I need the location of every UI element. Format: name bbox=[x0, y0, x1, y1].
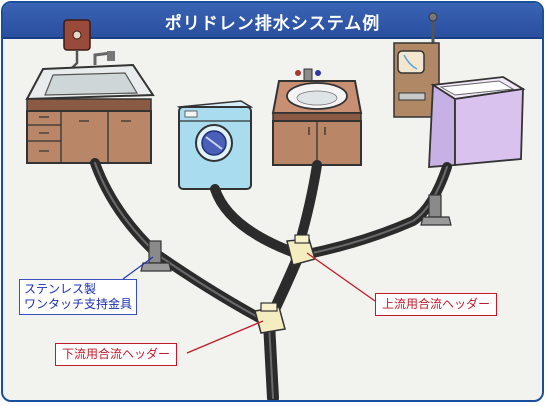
upstream-header-label: 上流用合流ヘッダー bbox=[375, 293, 498, 316]
leader-line-bracket bbox=[122, 256, 154, 280]
support-bracket-right bbox=[420, 194, 452, 226]
cabinet-body bbox=[26, 110, 152, 164]
bathtub-front bbox=[454, 87, 524, 166]
washing-machine bbox=[176, 100, 254, 190]
support-bracket-label: ステンレス製 ワンタッチ支持金具 bbox=[19, 279, 138, 315]
bathtub-side bbox=[428, 83, 456, 168]
washer-panel bbox=[184, 110, 198, 118]
scene-illustration bbox=[25, 12, 526, 400]
bathtub-unit bbox=[393, 12, 526, 168]
support-bracket-label-line1: ステンレス製 bbox=[24, 282, 97, 296]
bath-faucet bbox=[398, 92, 426, 101]
pipe-from-basin bbox=[294, 160, 322, 250]
water-heater-dial bbox=[72, 30, 82, 40]
kitchen-sink-cabinet bbox=[25, 19, 155, 164]
downstream-header-label: 下流用合流ヘッダー bbox=[55, 343, 178, 366]
faucet-handle bbox=[107, 51, 115, 61]
basin-faucet bbox=[303, 68, 313, 82]
support-bracket-label-line2: ワンタッチ支持金具 bbox=[24, 297, 133, 311]
upstream-header-fitting bbox=[286, 234, 316, 266]
washbasin-cabinet bbox=[271, 68, 363, 166]
cabinet-top-rail bbox=[26, 98, 152, 112]
leader-line-upstream bbox=[306, 252, 376, 302]
sink-bowl bbox=[44, 72, 139, 96]
shower-head bbox=[428, 12, 438, 22]
pipe-from-washer bbox=[210, 184, 300, 258]
kitchen-faucet bbox=[93, 51, 112, 65]
bath-window bbox=[397, 50, 425, 74]
leader-line-downstream bbox=[186, 320, 264, 354]
downstream-header-fitting bbox=[254, 302, 286, 334]
diagram-title: ポリドレン排水システム例 bbox=[164, 14, 381, 34]
title-bar: ポリドレン排水システム例 bbox=[3, 3, 542, 39]
